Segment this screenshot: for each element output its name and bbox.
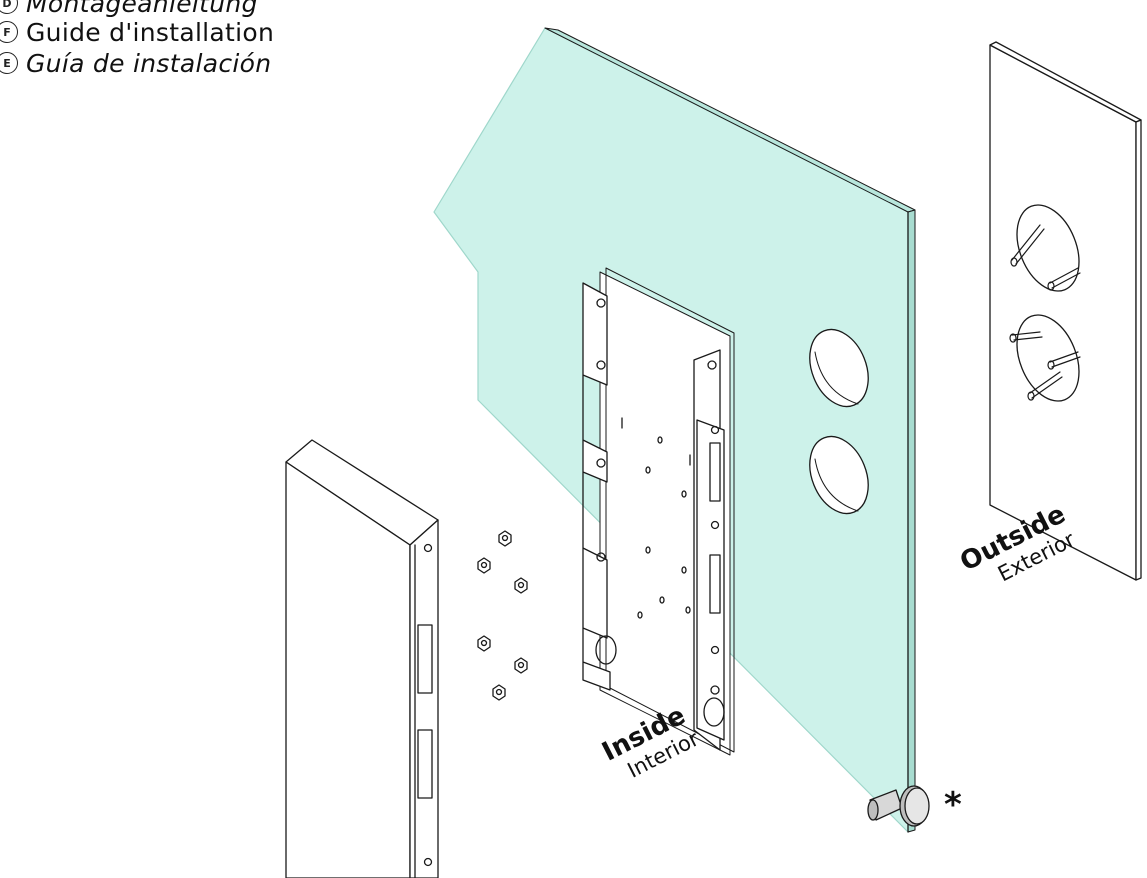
lang-badge-es: E — [0, 52, 18, 74]
lang-badge-fr: F — [0, 21, 18, 43]
asterisk-marker: * — [944, 785, 962, 825]
hex-nut — [514, 657, 528, 674]
hex-nut — [514, 577, 528, 594]
lang-title-es: Guía de instalación — [26, 48, 272, 78]
lang-line-fr: F Guide d'installation — [0, 17, 274, 47]
hex-nuts — [477, 530, 528, 701]
outside-escutcheon-plate — [989, 41, 1142, 581]
hex-nut — [477, 557, 491, 574]
lang-title-de: Montageanleitung — [26, 0, 258, 18]
lang-title-fr: Guide d'installation — [26, 17, 275, 47]
hex-nut — [477, 635, 491, 652]
cylinder-plug — [867, 785, 930, 827]
lang-line-es: E Guía de instalación — [0, 48, 271, 78]
lang-line-de: D Montageanleitung — [0, 0, 258, 18]
hex-nut — [492, 684, 506, 701]
hex-nut — [498, 530, 512, 547]
lock-housing — [285, 439, 439, 878]
inside-mounting-plate — [582, 267, 735, 756]
